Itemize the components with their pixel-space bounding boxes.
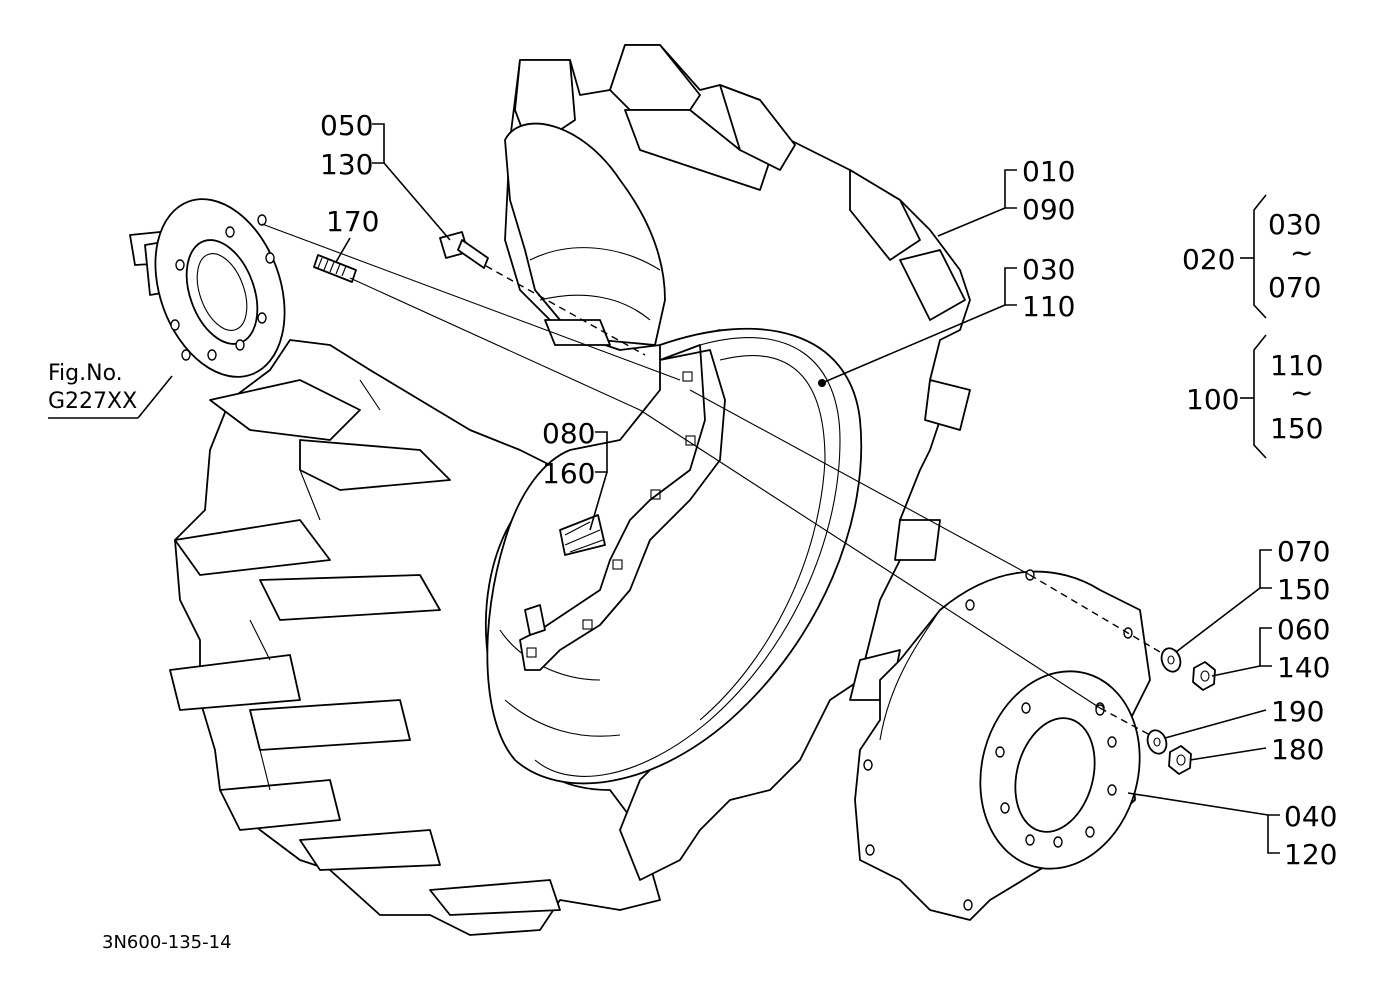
callout-040: 040 bbox=[1284, 800, 1337, 833]
group-100-from: 110 bbox=[1270, 349, 1323, 382]
group-100-label: 100 bbox=[1186, 383, 1239, 416]
wheel-center-disc bbox=[854, 569, 1151, 921]
callout-070: 070 bbox=[1277, 535, 1330, 568]
tire-lug bbox=[849, 169, 921, 261]
tire-lug bbox=[219, 779, 341, 831]
washer bbox=[1146, 729, 1168, 755]
rim-bolt-hole bbox=[612, 559, 623, 570]
tire-lug bbox=[209, 379, 361, 441]
callout-170: 170 bbox=[326, 205, 379, 238]
axle-flange bbox=[129, 198, 286, 378]
tire-lug bbox=[609, 44, 701, 111]
tire-lug bbox=[719, 84, 796, 171]
callout-160: 160 bbox=[542, 457, 595, 490]
group-100-tilde: ~ bbox=[1290, 376, 1313, 409]
tire-lower-section bbox=[169, 339, 661, 936]
callout-120: 120 bbox=[1284, 838, 1337, 871]
rim-label-decal bbox=[559, 514, 606, 556]
group-020-from: 030 bbox=[1268, 208, 1321, 241]
callout-labels: 010 090 030 110 050 130 170 080 160 070 … bbox=[48, 109, 1337, 953]
callout-140: 140 bbox=[1277, 651, 1330, 684]
tire-lug bbox=[899, 249, 966, 321]
tire-lug bbox=[259, 574, 441, 621]
group-020-to: 070 bbox=[1268, 271, 1321, 304]
tire-lug bbox=[299, 829, 441, 871]
callout-080: 080 bbox=[542, 417, 595, 450]
tire-lug bbox=[249, 699, 411, 751]
tire-lug bbox=[924, 379, 971, 431]
nut bbox=[1168, 745, 1192, 775]
nut bbox=[1192, 661, 1216, 691]
hardware-lower bbox=[1146, 729, 1192, 775]
callout-190: 190 bbox=[1271, 695, 1324, 728]
tire-cross-section bbox=[504, 122, 666, 346]
callout-090: 090 bbox=[1022, 193, 1075, 226]
assembly-lines bbox=[261, 223, 1161, 736]
leader-lines bbox=[48, 123, 1280, 854]
tire-lug bbox=[429, 879, 561, 916]
callout-030: 030 bbox=[1022, 253, 1075, 286]
rim-bolt-hole bbox=[685, 435, 696, 446]
tire-lug bbox=[169, 654, 301, 711]
group-020-label: 020 bbox=[1182, 243, 1235, 276]
rim-bolt-hole bbox=[650, 489, 661, 500]
drawing-code: 3N600-135-14 bbox=[102, 932, 232, 953]
washer bbox=[1160, 647, 1182, 673]
wheel-rim bbox=[486, 327, 863, 785]
tire-lug bbox=[894, 519, 941, 561]
tire-lug bbox=[174, 519, 331, 576]
callout-050: 050 bbox=[320, 109, 373, 142]
stud-bolt bbox=[313, 254, 357, 283]
tire-lug bbox=[299, 439, 451, 491]
callout-180: 180 bbox=[1271, 733, 1324, 766]
callout-110: 110 bbox=[1022, 290, 1075, 323]
valve-stem bbox=[524, 604, 546, 636]
figure-reference-line2: G227XX bbox=[48, 389, 137, 414]
hardware-upper bbox=[1160, 647, 1216, 691]
callout-060: 060 bbox=[1277, 613, 1330, 646]
tire-lug bbox=[624, 109, 771, 191]
group-100-to: 150 bbox=[1270, 412, 1323, 445]
callout-150: 150 bbox=[1277, 573, 1330, 606]
group-020-tilde: ~ bbox=[1290, 236, 1313, 269]
callout-130: 130 bbox=[320, 148, 373, 181]
tire-upper-section bbox=[504, 44, 971, 881]
figure-reference-line1: Fig.No. bbox=[48, 361, 123, 386]
rim-bolt-hole bbox=[526, 647, 537, 658]
rim-bolt-hole bbox=[682, 371, 693, 382]
rim-bolt-hole bbox=[582, 619, 593, 630]
callout-010: 010 bbox=[1022, 155, 1075, 188]
